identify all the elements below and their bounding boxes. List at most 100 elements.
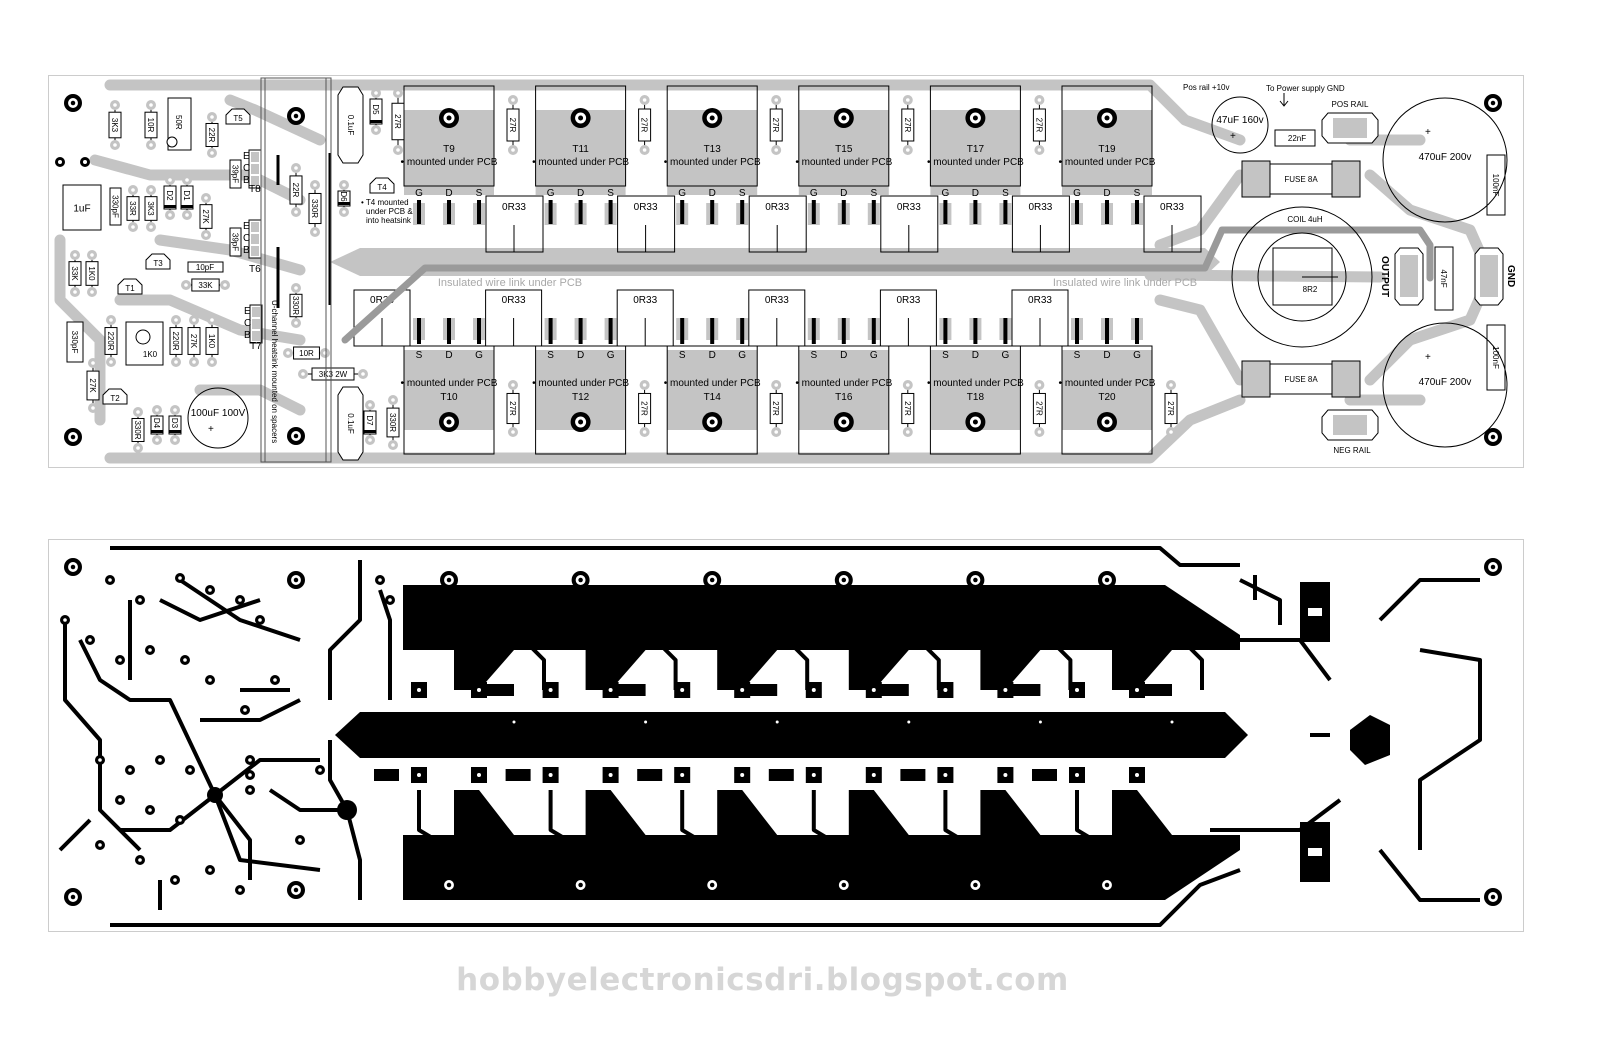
copper-trace <box>178 578 301 642</box>
resistor: 27R <box>1032 95 1046 155</box>
capacitor: 47nF <box>1434 246 1454 311</box>
plus-icon: + <box>1425 352 1431 363</box>
pin-label: D <box>577 188 584 199</box>
resistor: 27K <box>86 358 100 413</box>
pin-label: S <box>547 350 554 361</box>
component-label: T4 <box>377 183 387 192</box>
neg-rail-connector: NEG RAIL <box>1321 409 1379 455</box>
small-transistor: T3 <box>145 253 171 270</box>
diode: D6 <box>337 180 351 217</box>
copper-trace <box>328 560 362 700</box>
component-label: 10pF <box>196 263 214 272</box>
component-label: 100uF 100V <box>191 408 246 419</box>
pin-letter: C <box>244 318 251 329</box>
component-label: 47nF <box>1439 269 1448 287</box>
watermark: hobbyelectronicsdri.blogspot.com <box>456 962 1069 998</box>
component-label: T20 <box>1098 392 1116 403</box>
small-transistor: T5 <box>225 108 251 125</box>
output-label: OUTPUT <box>1379 256 1390 297</box>
pin-label: D <box>1103 188 1110 199</box>
copper-trace <box>1038 628 1073 690</box>
resistor: 27R <box>901 380 915 437</box>
pin-letter: B <box>243 175 250 186</box>
copper-trace <box>1418 648 1482 850</box>
component-label: 0.1uF <box>346 413 355 434</box>
resistor: 27R <box>506 380 520 437</box>
capacitor: 330pF <box>66 321 84 363</box>
source-resistor: 0R33 <box>1011 289 1069 347</box>
resistor: 330R <box>386 395 400 450</box>
diode: D3 <box>168 405 182 445</box>
heatsink-outline <box>260 77 332 463</box>
arrow-down-icon <box>1279 93 1289 107</box>
source-resistor: 0R33 <box>617 195 676 253</box>
mount-note: • mounted under PCB <box>927 378 1024 389</box>
trimmer-50r: 50R <box>166 97 192 151</box>
mount-note: • mounted under PCB <box>795 157 892 168</box>
fuse-label: FUSE 8A <box>1284 375 1318 384</box>
component-label: T16 <box>835 392 853 403</box>
pin-label: G <box>810 188 818 199</box>
electrolytic-capacitor: 470uF 200v+ <box>1382 97 1508 223</box>
component-label: 33K <box>70 266 79 281</box>
copper-trace <box>378 589 392 700</box>
electrolytic-capacitor: 47uF 160v+ <box>1211 96 1269 154</box>
component-label: 0R33 <box>897 202 921 213</box>
component-label: 1K0 <box>207 334 216 349</box>
copper-trace <box>120 793 217 832</box>
resistor: 27K <box>187 315 201 367</box>
component-label: 330pF <box>70 331 79 354</box>
copper-trace <box>63 620 142 852</box>
component-label: 0R33 <box>765 202 789 213</box>
component-label: 27R <box>1166 401 1175 416</box>
component-label: T19 <box>1098 144 1116 155</box>
component-label: 0.1uF <box>346 115 355 136</box>
small-transistor: T4 <box>369 177 395 194</box>
component-label: 27R <box>1034 118 1043 133</box>
resistor: 27R <box>1032 380 1046 437</box>
resistor: 330R <box>308 180 322 237</box>
component-label: 470uF 200v <box>1419 377 1472 388</box>
copper-trace <box>775 628 810 690</box>
copper-trace <box>1170 628 1204 690</box>
component-label: 0R33 <box>1028 202 1052 213</box>
copper-neg-rail-plane <box>403 790 1240 900</box>
pos-rail-connector: POS RAIL <box>1321 100 1379 144</box>
copper-trace <box>200 698 301 722</box>
pin-label: S <box>1074 350 1081 361</box>
component-label: 33R <box>128 201 137 216</box>
pin-label: D <box>709 350 716 361</box>
component-label: 39pF <box>231 233 240 251</box>
coil-resistor-label: 8R2 <box>1303 285 1318 294</box>
copper-trace <box>417 790 446 847</box>
copper-trace <box>110 868 1241 927</box>
coil-label: COIL 4uH <box>1287 215 1322 224</box>
resistor: 1K0 <box>205 315 219 367</box>
pin-label: S <box>739 188 746 199</box>
capacitor: 10pF <box>187 261 224 273</box>
wire-link-label: Insulated wire link under PCB <box>438 277 582 289</box>
capacitor: 100nF <box>1486 324 1506 391</box>
copper-trace <box>907 628 941 690</box>
copper-trace <box>78 639 217 796</box>
copper-trace <box>159 598 261 622</box>
pin-label: D <box>577 350 584 361</box>
small-transistor: T1 <box>117 278 143 295</box>
component-label: D7 <box>365 415 374 426</box>
component-label: 22R <box>207 128 216 143</box>
copper-coil-pad <box>1350 715 1390 765</box>
copper-trace <box>213 758 320 797</box>
pin-label: D <box>840 188 847 199</box>
output-coil: COIL 4uH 8R2 <box>1231 206 1373 348</box>
pin-label: S <box>1002 188 1009 199</box>
component-label: 330pF <box>111 195 120 218</box>
output-connector: OUTPUT <box>1379 247 1424 306</box>
source-resistor: 0R33 <box>1011 195 1070 253</box>
resistor: 330R <box>289 283 303 328</box>
copper-trace <box>680 790 709 847</box>
